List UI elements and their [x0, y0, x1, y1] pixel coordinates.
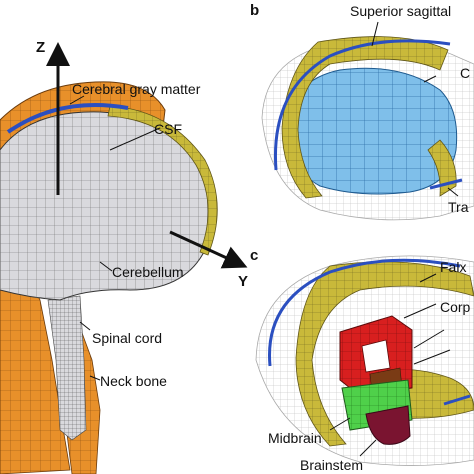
axis-z-label: Z — [36, 39, 45, 56]
label-brainstem: Brainstem — [300, 457, 363, 473]
panel-c-illustration — [255, 255, 474, 466]
label-superior-sagittal: Superior sagittal — [350, 3, 451, 19]
label-falx: Falx — [440, 259, 466, 275]
panel-a-illustration — [0, 81, 218, 474]
panel-b-illustration — [261, 36, 474, 221]
axis-y: Y — [169, 230, 248, 290]
sinus-line-c — [268, 258, 461, 367]
label-b-c-fragment: C — [460, 65, 470, 81]
panel-c-labels: Falx Corp Midbrain Brainstem — [268, 259, 471, 473]
label-b-tra-fragment: Tra — [448, 199, 469, 215]
transverse-sinus-c — [443, 394, 471, 406]
label-cerebellum: Cerebellum — [112, 264, 184, 280]
falx-band-b — [281, 36, 449, 199]
panel-b-labels: Superior sagittal C Tra — [350, 3, 470, 215]
blue-brain-b — [285, 67, 458, 195]
sinus-line-a — [6, 103, 129, 134]
falx-c — [295, 261, 474, 447]
label-spinal-cord: Spinal cord — [92, 330, 162, 346]
label-midbrain: Midbrain — [268, 430, 322, 446]
label-neck-bone: Neck bone — [100, 373, 167, 389]
csf-layer — [107, 105, 218, 256]
brainstem-maroon-c — [365, 405, 411, 445]
axis-z: Z — [36, 39, 70, 195]
sinus-line-b — [273, 39, 451, 171]
panel-b-letter: b — [250, 2, 259, 19]
label-corp: Corp — [440, 299, 471, 315]
panel-a-labels: Cerebral gray matter CSF Cerebellum Spin… — [69, 81, 201, 389]
panel-c-letter: c — [250, 247, 258, 264]
axis-y-label: Y — [238, 273, 248, 290]
label-csf: CSF — [154, 121, 182, 137]
corpus-cavity-c — [361, 339, 391, 373]
label-cerebral-gray-matter: Cerebral gray matter — [72, 81, 201, 97]
transverse-sinus-b — [429, 178, 463, 190]
